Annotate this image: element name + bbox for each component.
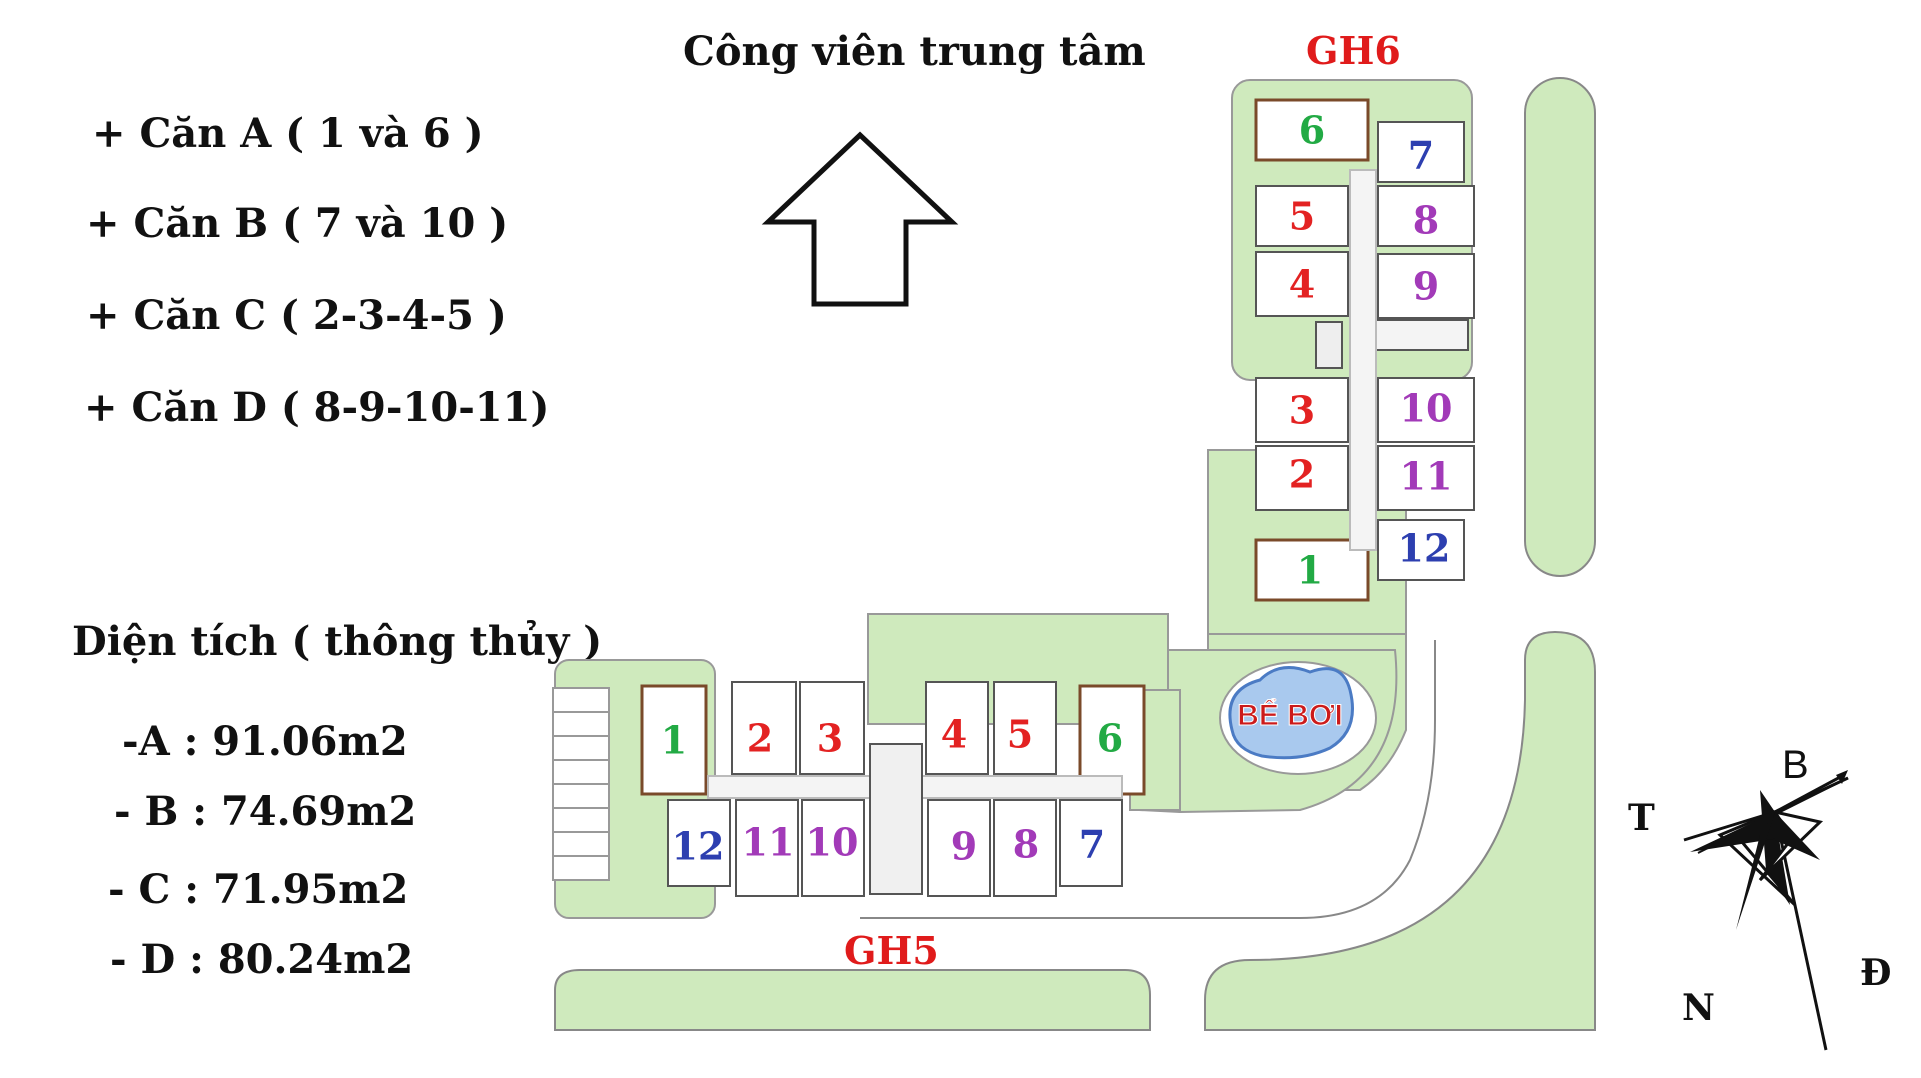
gh5-unit-8: 8	[1013, 822, 1039, 867]
gh5-unit-11: 11	[742, 820, 795, 865]
gh5-unit-10: 10	[806, 820, 859, 865]
swimming-pool	[1228, 666, 1354, 760]
gh6-unit-5: 5	[1289, 194, 1315, 239]
parking-strip	[552, 687, 610, 881]
compass-rose: B T N Đ	[1628, 743, 1891, 1051]
road-bottom-left	[554, 969, 1151, 1031]
gh6-unit-labels: 6 7 5 8 4 9 3 10 2 11 1 12	[1289, 108, 1453, 593]
gh5-unit-labels: 1 2 3 4 5 6 12 11 10 9 8 7	[661, 712, 1123, 869]
building-gh5	[640, 681, 1146, 897]
gh6-unit-7: 7	[1408, 133, 1434, 178]
park-direction-arrow	[761, 131, 959, 307]
compass-north-label: B	[1782, 743, 1809, 787]
gh6-unit-12: 12	[1398, 526, 1451, 571]
park-label: Công viên trung tâm	[683, 28, 1146, 75]
legend-unit-b: + Căn B ( 7 và 10 )	[86, 200, 509, 247]
gh5-unit-6: 6	[1097, 716, 1123, 761]
area-d: - D : 80.24m2	[110, 936, 414, 983]
gh5-unit-2: 2	[747, 716, 773, 761]
legend-unit-c: + Căn C ( 2-3-4-5 )	[86, 292, 507, 339]
gh5-unit-1: 1	[661, 718, 687, 763]
compass-west-label: T	[1628, 797, 1655, 839]
gh5-unit-5: 5	[1007, 712, 1033, 757]
gh6-unit-6: 6	[1299, 108, 1325, 153]
compass-east-label: Đ	[1860, 952, 1891, 994]
pool-label: BỂ BƠI	[1237, 698, 1343, 732]
compass-south-label: N	[1682, 987, 1715, 1029]
gh6-unit-8: 8	[1413, 198, 1439, 243]
area-b: - B : 74.69m2	[114, 788, 417, 835]
building-label-gh5: GH5	[844, 928, 939, 973]
gh6-unit-10: 10	[1400, 386, 1453, 431]
gh5-unit-3: 3	[817, 716, 843, 761]
gh5-unit-4: 4	[941, 712, 967, 757]
gh6-unit-11: 11	[1400, 454, 1453, 499]
legend-unit-a: + Căn A ( 1 và 6 )	[92, 110, 484, 157]
road-curb	[860, 640, 1436, 919]
gh6-unit-2: 2	[1289, 452, 1315, 497]
building-label-gh6: GH6	[1306, 28, 1401, 73]
gh6-unit-4: 4	[1289, 262, 1315, 307]
area-a: -A : 91.06m2	[122, 718, 408, 765]
gh5-unit-12: 12	[672, 824, 725, 869]
building-gh6	[1254, 98, 1475, 602]
legend-unit-d: + Căn D ( 8-9-10-11)	[84, 384, 550, 431]
gh5-unit-7: 7	[1079, 822, 1105, 867]
gh6-unit-9: 9	[1413, 264, 1439, 309]
gh5-unit-9: 9	[951, 824, 977, 869]
area-title: Diện tích ( thông thủy )	[72, 618, 603, 665]
road-curve-right	[1204, 630, 1596, 1031]
gh6-unit-1: 1	[1297, 548, 1323, 593]
road-strip-right	[1524, 77, 1596, 577]
gh6-unit-3: 3	[1289, 388, 1315, 433]
area-c: - C : 71.95m2	[108, 866, 409, 913]
